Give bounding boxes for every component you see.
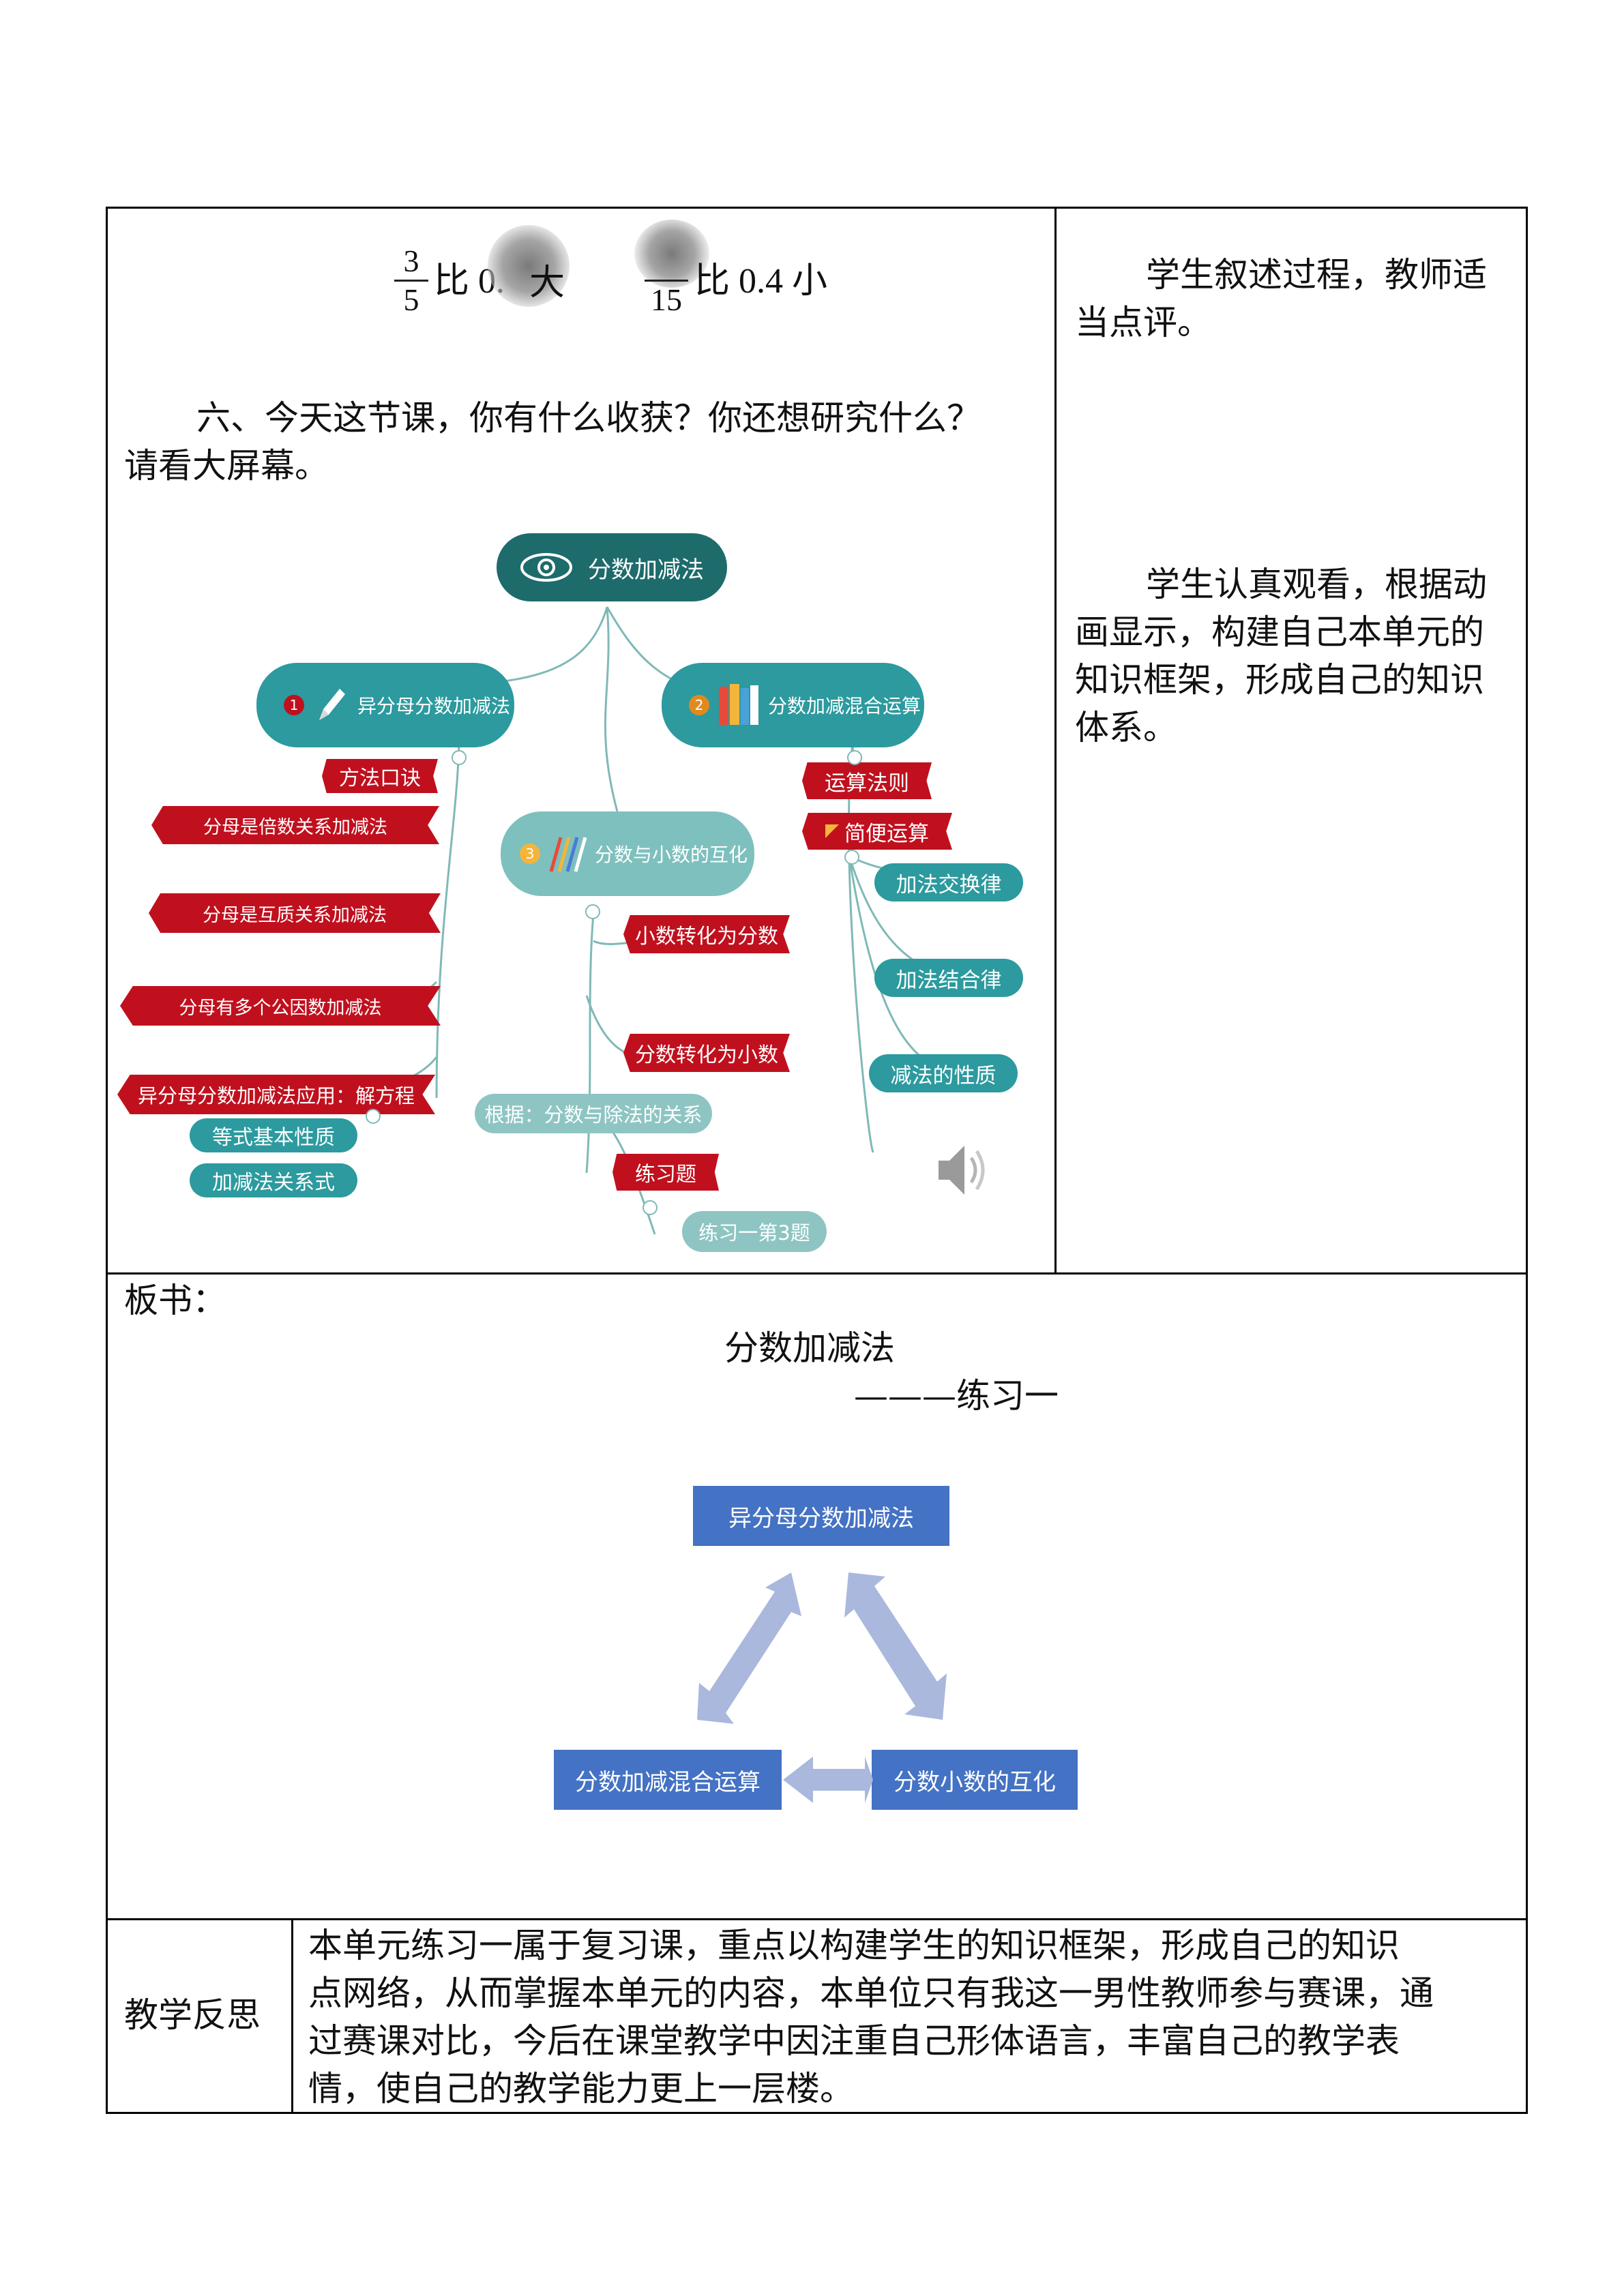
mindmap-center-label: 分数加减法 bbox=[588, 556, 704, 584]
mindmap-branch-1: 1 异分母分数加减法 bbox=[256, 663, 514, 747]
board-label: 板书： bbox=[124, 1281, 226, 1320]
table-col-divider-reflection bbox=[291, 1918, 293, 2113]
pencil-icon bbox=[319, 689, 345, 720]
b1-node-dot bbox=[452, 750, 467, 765]
right-top-line1: 学生叙述过程，教师适 bbox=[1146, 255, 1487, 295]
b2-node-dot bbox=[847, 750, 862, 765]
b1-item-equation: 异分母分数加减法应用：解方程 bbox=[117, 1075, 435, 1114]
branch-3-label: 分数与小数的互化 bbox=[595, 844, 748, 866]
fraction-a-tail: 大 bbox=[529, 263, 565, 303]
b1-item-coprime: 分母是互质关系加减法 bbox=[149, 893, 441, 933]
b3-item-frac-to-dec: 分数转化为小数 bbox=[623, 1034, 790, 1072]
table-col-divider bbox=[1054, 207, 1057, 1274]
ink-blot-a bbox=[488, 225, 570, 307]
pens-icon bbox=[549, 837, 587, 872]
section6-line1: 六、今天这节课，你有什么收获？你还想研究什么？ bbox=[196, 398, 981, 438]
ink-blot-b bbox=[634, 220, 709, 288]
b2-sub-commutative: 加法交换律 bbox=[874, 863, 1023, 901]
b3-item-dec-to-frac: 小数转化为分数 bbox=[623, 915, 790, 953]
speaker-icon bbox=[939, 1146, 985, 1195]
table-row-divider-1 bbox=[106, 1272, 1528, 1274]
b1-sub-equality: 等式基本性质 bbox=[190, 1118, 357, 1152]
branch-2-label: 分数加减混合运算 bbox=[768, 695, 921, 717]
b3-node-dot bbox=[585, 904, 600, 919]
right-mid-line1: 学生认真观看，根据动 bbox=[1146, 565, 1487, 604]
board-subtitle: ———练习一 bbox=[854, 1376, 1059, 1416]
mindmap-center: 分数加减法 bbox=[497, 533, 727, 601]
table-border-bottom bbox=[106, 2112, 1528, 2114]
fraction-b: 0 15 bbox=[645, 244, 688, 317]
table-row-divider-2 bbox=[106, 1918, 1528, 1920]
branch-1-number: 1 bbox=[284, 695, 304, 715]
books-icon bbox=[719, 684, 758, 725]
fraction-a: 3 5 bbox=[394, 244, 428, 317]
reflection-label: 教学反思 bbox=[124, 1995, 261, 2035]
table-border-left bbox=[106, 207, 108, 2114]
b3-item-exercise: 练习题 bbox=[612, 1154, 719, 1191]
b1-item-method: 方法口诀 bbox=[322, 759, 438, 793]
b1-sub-dot bbox=[366, 1109, 381, 1124]
table-border-right bbox=[1526, 207, 1528, 2114]
reflection-line2: 点网络，从而掌握本单元的内容，本单位只有我这一男性教师参与赛课，通 bbox=[308, 1973, 1434, 2013]
mindmap-branch-2: 2 分数加减混合运算 bbox=[662, 663, 924, 747]
right-mid-line2: 画显示，构建自己本单元的 bbox=[1075, 612, 1484, 652]
branch-1-label: 异分母分数加减法 bbox=[357, 695, 511, 717]
table-border-top bbox=[106, 207, 1528, 209]
b2-item-rules: 运算法则 bbox=[802, 762, 932, 799]
branch-2-number: 2 bbox=[689, 695, 709, 715]
b3-sub-basis: 根据：分数与除法的关系 bbox=[475, 1094, 712, 1133]
b3-sub-dot bbox=[643, 1200, 658, 1215]
box-mixed-operations: 分数加减混合运算 bbox=[554, 1750, 782, 1810]
right-top-line2: 当点评。 bbox=[1075, 303, 1211, 342]
b2-sub-associative: 加法结合律 bbox=[874, 959, 1023, 997]
section6-line2: 请看大屏幕。 bbox=[124, 446, 329, 486]
reflection-line3: 过赛课对比，今后在课堂教学中因注重自己形体语言，丰富自己的教学表 bbox=[308, 2021, 1400, 2061]
b1-item-multiple: 分母是倍数关系加减法 bbox=[151, 806, 439, 844]
right-mid-line4: 体系。 bbox=[1075, 708, 1177, 747]
board-title: 分数加减法 bbox=[724, 1328, 895, 1368]
b3-sub-exercise3: 练习一第3题 bbox=[682, 1211, 827, 1252]
fraction-b-text: 比 0.4 小 bbox=[694, 262, 828, 301]
flag-icon bbox=[825, 824, 839, 838]
box-fraction-decimal: 分数小数的互化 bbox=[872, 1750, 1078, 1810]
b2-item-simple: 简便运算 bbox=[802, 813, 952, 850]
box-unlike-denominators: 异分母分数加减法 bbox=[693, 1486, 949, 1546]
branch-3-number: 3 bbox=[520, 844, 540, 864]
b2-item-simple-label: 简便运算 bbox=[844, 821, 929, 846]
reflection-line1: 本单元练习一属于复习课，重点以构建学生的知识框架，形成自己的知识 bbox=[308, 1926, 1400, 1965]
board-arrows bbox=[697, 1572, 947, 1803]
eye-icon bbox=[520, 553, 572, 582]
b2-sub-subtraction: 减法的性质 bbox=[869, 1054, 1018, 1092]
right-mid-line3: 知识框架，形成自己的知识 bbox=[1075, 660, 1484, 700]
b2-sub-dot bbox=[844, 850, 859, 865]
b1-item-common-factor: 分母有多个公因数加减法 bbox=[120, 986, 441, 1026]
b1-sub-relation: 加减法关系式 bbox=[190, 1163, 357, 1197]
reflection-line4: 情，使自己的教学能力更上一层楼。 bbox=[308, 2069, 854, 2108]
mindmap-branch-3: 3 分数与小数的互化 bbox=[501, 811, 754, 896]
